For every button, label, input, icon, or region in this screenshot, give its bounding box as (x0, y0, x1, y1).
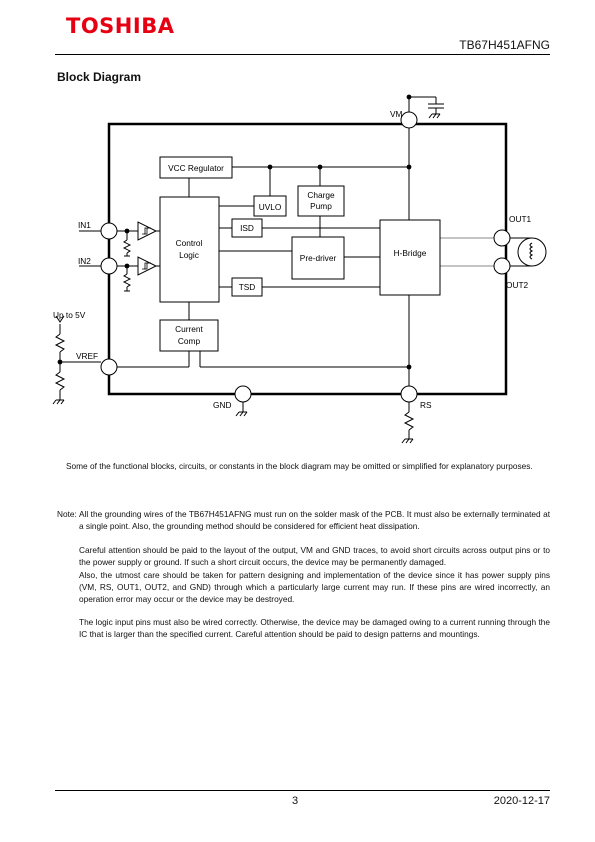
charge-pump-label-2: Pump (310, 201, 332, 211)
capacitor-icon (428, 103, 444, 119)
vref-label: VREF (76, 351, 98, 361)
section-title: Block Diagram (57, 70, 142, 84)
note-paragraph: All the grounding wires of the TB67H451A… (79, 509, 550, 531)
part-number: TB67H451AFNG (459, 38, 550, 52)
vm-label: VM (390, 109, 403, 119)
current-comp-label-2: Comp (178, 336, 201, 346)
block-diagram: VM IN1 IN2 OUT1 OUT2 Up to 5V VREF GND R… (52, 94, 547, 444)
isd-label: ISD (240, 223, 254, 233)
pin-out1 (493, 229, 511, 247)
footer-date: 2020-12-17 (493, 795, 550, 807)
uvlo-block (253, 195, 287, 217)
control-logic-label-1: Control (176, 238, 203, 248)
pin-vref (100, 358, 118, 376)
note-label: Note: (57, 509, 77, 519)
charge-pump-label-1: Charge (307, 190, 335, 200)
note-paragraph: The logic input pins must also be wired … (79, 617, 550, 639)
rs-label: RS (420, 400, 432, 410)
note-paragraph: Careful attention should be paid to the … (79, 545, 550, 567)
header-rule (55, 54, 550, 55)
resistor-icon (122, 266, 132, 292)
motor-icon (517, 237, 547, 267)
pin-in1 (100, 222, 118, 240)
pin-gnd (234, 385, 252, 403)
h-bridge-label: H-Bridge (394, 248, 427, 258)
uvlo-label: UVLO (259, 202, 282, 212)
pin-rs (400, 385, 418, 403)
pre-driver-block (291, 236, 345, 280)
h-bridge-block (379, 219, 441, 296)
schmitt-buffer-icon (137, 256, 158, 276)
pre-driver-label: Pre-driver (300, 253, 337, 263)
pin-out2 (493, 257, 511, 275)
control-logic-label-2: Logic (179, 250, 199, 260)
note-paragraph: Also, the utmost care should be taken fo… (79, 570, 550, 604)
out1-label: OUT1 (509, 214, 532, 224)
diagram-caption: Some of the functional blocks, circuits,… (66, 461, 533, 471)
resistor-icon (122, 231, 132, 257)
pin-vm (400, 111, 418, 129)
isd-block (231, 218, 263, 238)
control-logic-block (159, 196, 220, 303)
tsd-block (231, 277, 263, 297)
footer-rule (55, 790, 550, 791)
toshiba-logo: TOSHIBA (66, 14, 175, 38)
current-comp-label-1: Current (175, 324, 203, 334)
pin-in2 (100, 257, 118, 275)
charge-pump-block (297, 185, 345, 217)
in2-label: IN2 (78, 256, 91, 266)
in1-label: IN1 (78, 220, 91, 230)
schmitt-buffer-icon (137, 221, 158, 241)
vref-supply-label: Up to 5V (53, 310, 86, 320)
gnd-label: GND (213, 400, 231, 410)
tsd-label: TSD (239, 282, 256, 292)
out2-label: OUT2 (506, 280, 529, 290)
current-comp-block (159, 319, 219, 352)
vcc-regulator-block (159, 156, 233, 179)
vcc-regulator-label: VCC Regulator (168, 163, 224, 173)
page-number: 3 (292, 795, 299, 807)
